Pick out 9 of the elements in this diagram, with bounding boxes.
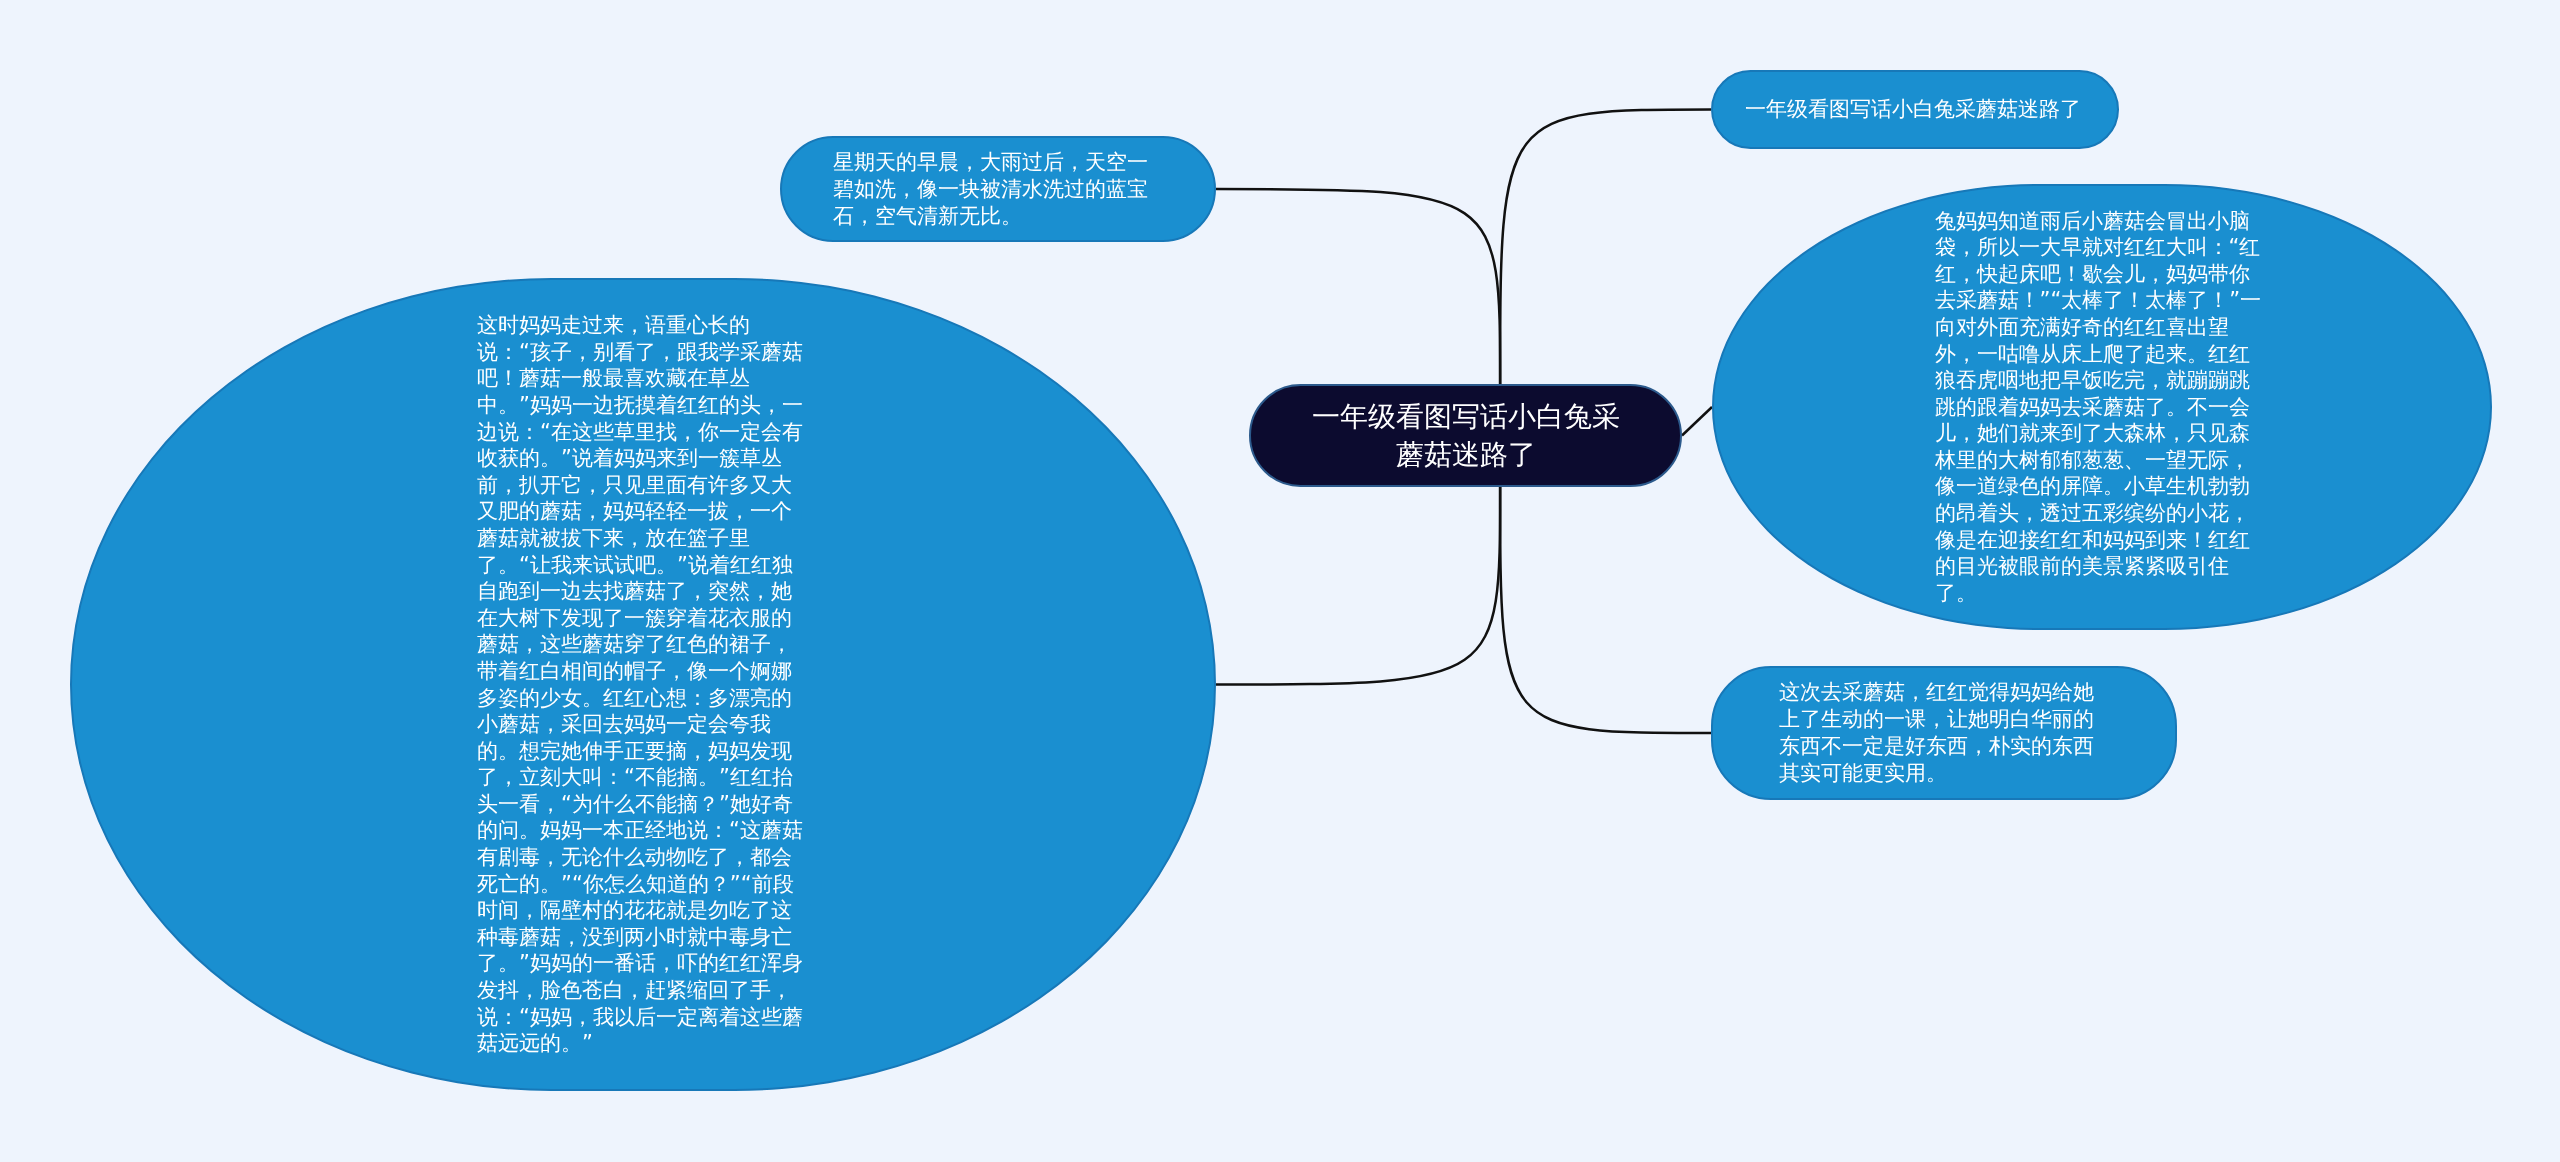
- connector-line: [1498, 487, 1711, 735]
- connector-line: [1681, 406, 1713, 437]
- topic-bubble: 星期天的早晨，大雨过后，天空一碧如洗，像一块被清水洗过的蓝宝石，空气清新无比。: [780, 136, 1216, 242]
- topic-bubble: 这时妈妈走过来，语重心长的说：“孩子，别看了，跟我学采蘑菇吧！蘑菇一般最喜欢藏在草丛中。”妈妈一边抚摸着红红的头，一边说：“在这些草里找，你一定会有收获的。”说着妈妈来到一簇草丛前，扒开它，只见里面有许多又大又肥的蘑菇，妈妈轻轻一拔，一个蘑菇就被拔下来，放在篮子里了。“让我来试试吧。”说着红红独自跑到一边去找蘑菇了，突然，她在大树下发现了一簇穿着花衣服的蘑菇，这些蘑菇穿了红色的裙子，带着红白相间的帽子，像一个婀娜多姿的少女。红红心想：多漂亮的小蘑菇，采回去妈妈一定会夸我的。想完她伸手正要摘，妈妈发现了，立刻大叫：“不能摘。”红红抬头一看，“为什么不能摘？”她好奇的问。妈妈一本正经地说：“这蘑菇有剧毒，无论什么动物吃了，都会死亡的。”“你怎么知道的？”“前段时间，隔壁村的花花就是勿吃了这种毒蘑菇，没到两小时就中毒身亡了。”妈妈的一番话，吓的红红浑身发抖，脸色苍白，赶紧缩回了手，说：“妈妈，我以后一定离着这些蘑菇远远的。”: [70, 278, 1216, 1091]
- topic-bubble: 一年级看图写话小白兔采蘑菇迷路了: [1711, 70, 2119, 149]
- central-topic: 一年级看图写话小白兔采蘑菇迷路了: [1249, 384, 1682, 487]
- topic-bubble: 这次去采蘑菇，红红觉得妈妈给她上了生动的一课，让她明白华丽的东西不一定是好东西，朴实的东西其实可能更实用。: [1711, 666, 2177, 800]
- connector-line: [1216, 187, 1502, 384]
- topic-bubble: 兔妈妈知道雨后小蘑菇会冒出小脑袋，所以一大早就对红红大叫：“红红，快起床吧！歇会儿，妈妈带你去采蘑菇！”“太棒了！太棒了！”一向对外面充满好奇的红红喜出望外，一咕噜从床上爬了起来。红红狼吞虎咽地把早饭吃完，就蹦蹦跳跳的跟着妈妈去采蘑菇了。不一会儿，她们就来到了大森林，只见森林里的大树郁郁葱葱、一望无际，像一道绿色的屏障。小草生机勃勃的昂着头，透过五彩缤纷的小花，像是在迎接红红和妈妈到来！红红的目光被眼前的美景紧紧吸引住了。: [1712, 184, 2492, 630]
